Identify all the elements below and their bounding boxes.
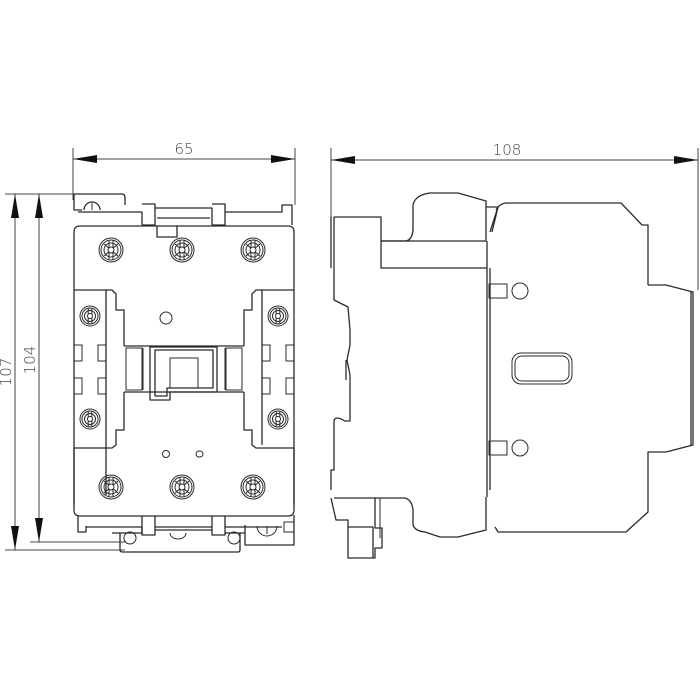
terminal-screw-icon	[240, 237, 266, 263]
dimension-label-width: 65	[174, 140, 193, 158]
terminal-screw-icon	[98, 474, 124, 500]
front-view	[73, 193, 295, 553]
handle-window	[511, 352, 573, 385]
dimension-label-depth: 108	[493, 141, 522, 159]
terminal-screw-icon	[98, 237, 124, 263]
arrow-left-icon	[73, 155, 97, 163]
terminal-screw-icon	[240, 474, 266, 500]
dimension-label-overall-height: 107	[0, 358, 15, 387]
dimension-heights: 107 104	[0, 193, 125, 551]
dimension-width: 65	[72, 140, 296, 205]
arrow-left-icon	[331, 156, 355, 164]
arrow-right-icon	[271, 155, 295, 163]
terminal-screw-icon	[169, 237, 195, 263]
terminal-screw-icon	[169, 474, 195, 500]
dimension-depth: 108	[330, 141, 699, 290]
side-view	[330, 192, 694, 559]
arrow-right-icon	[674, 156, 698, 164]
dimension-label-body-height: 104	[21, 346, 39, 375]
